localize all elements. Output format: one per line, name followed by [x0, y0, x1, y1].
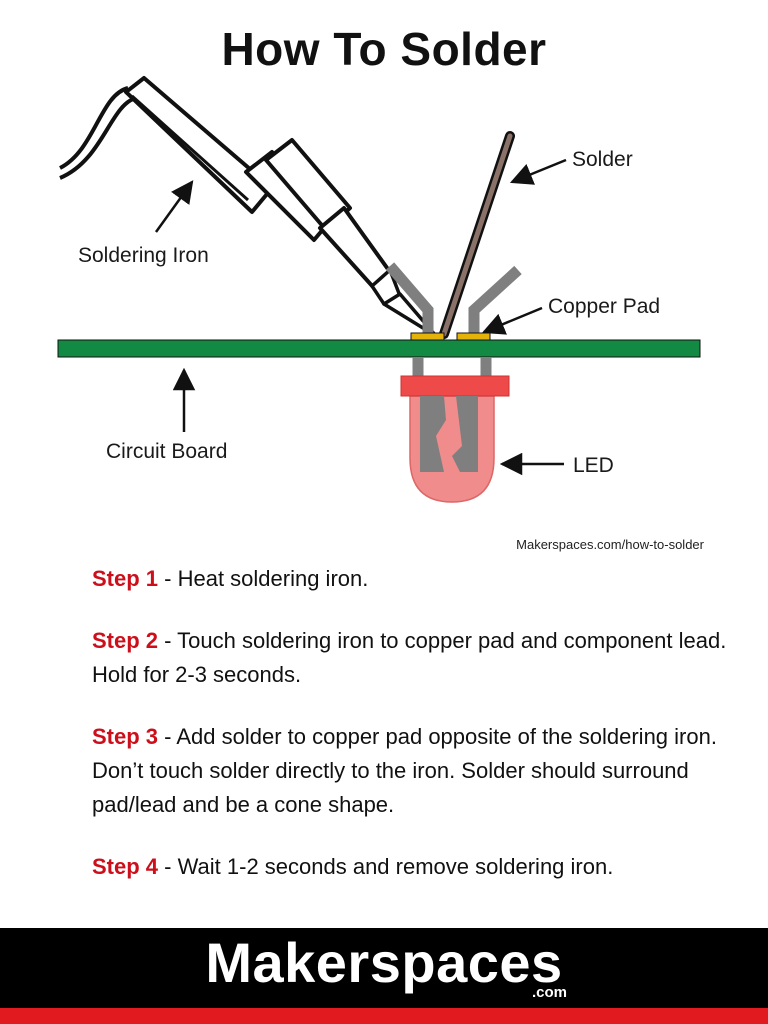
soldering-diagram: Solder Soldering Iron Copper Pad Circuit… [57, 76, 701, 503]
label-soldering-iron: Soldering Iron [78, 244, 209, 267]
steps-list: Step 1 - Heat soldering iron. Step 2 - T… [92, 562, 732, 912]
iron-cable [59, 86, 137, 180]
arrow-copper-pad [481, 306, 543, 335]
circuit-board [57, 339, 701, 358]
led-leads [385, 262, 522, 340]
step-item: Step 1 - Heat soldering iron. [92, 562, 732, 596]
arrow-solder [509, 158, 567, 185]
brand-logo-text: Makerspaces [205, 931, 563, 994]
arrow-soldering-iron [154, 180, 194, 233]
step-text: - Touch soldering iron to copper pad and… [92, 628, 727, 687]
source-credit: Makerspaces.com/how-to-solder [516, 537, 704, 552]
step-label: Step 2 [92, 628, 159, 653]
step-item: Step 2 - Touch soldering iron to copper … [92, 624, 732, 692]
label-circuit-board: Circuit Board [106, 440, 227, 463]
footer-stripe [0, 1008, 768, 1024]
brand-logo-suffix: .com [532, 984, 568, 1001]
label-solder: Solder [572, 148, 633, 171]
step-text: - Add solder to copper pad opposite of t… [92, 724, 717, 817]
label-copper-pad: Copper Pad [548, 295, 660, 318]
footer-banner: Makerspaces .com [0, 928, 768, 1008]
led [400, 357, 510, 503]
label-led: LED [573, 454, 614, 477]
solder-wire [439, 131, 515, 339]
step-item: Step 3 - Add solder to copper pad opposi… [92, 720, 732, 822]
step-label: Step 4 [92, 854, 159, 879]
soldering-iron [124, 76, 438, 338]
step-label: Step 3 [92, 724, 159, 749]
step-item: Step 4 - Wait 1-2 seconds and remove sol… [92, 850, 732, 884]
step-text: - Heat soldering iron. [158, 566, 369, 591]
page-title: How To Solder [221, 23, 547, 75]
step-label: Step 1 [92, 566, 159, 591]
step-text: - Wait 1-2 seconds and remove soldering … [158, 854, 614, 879]
